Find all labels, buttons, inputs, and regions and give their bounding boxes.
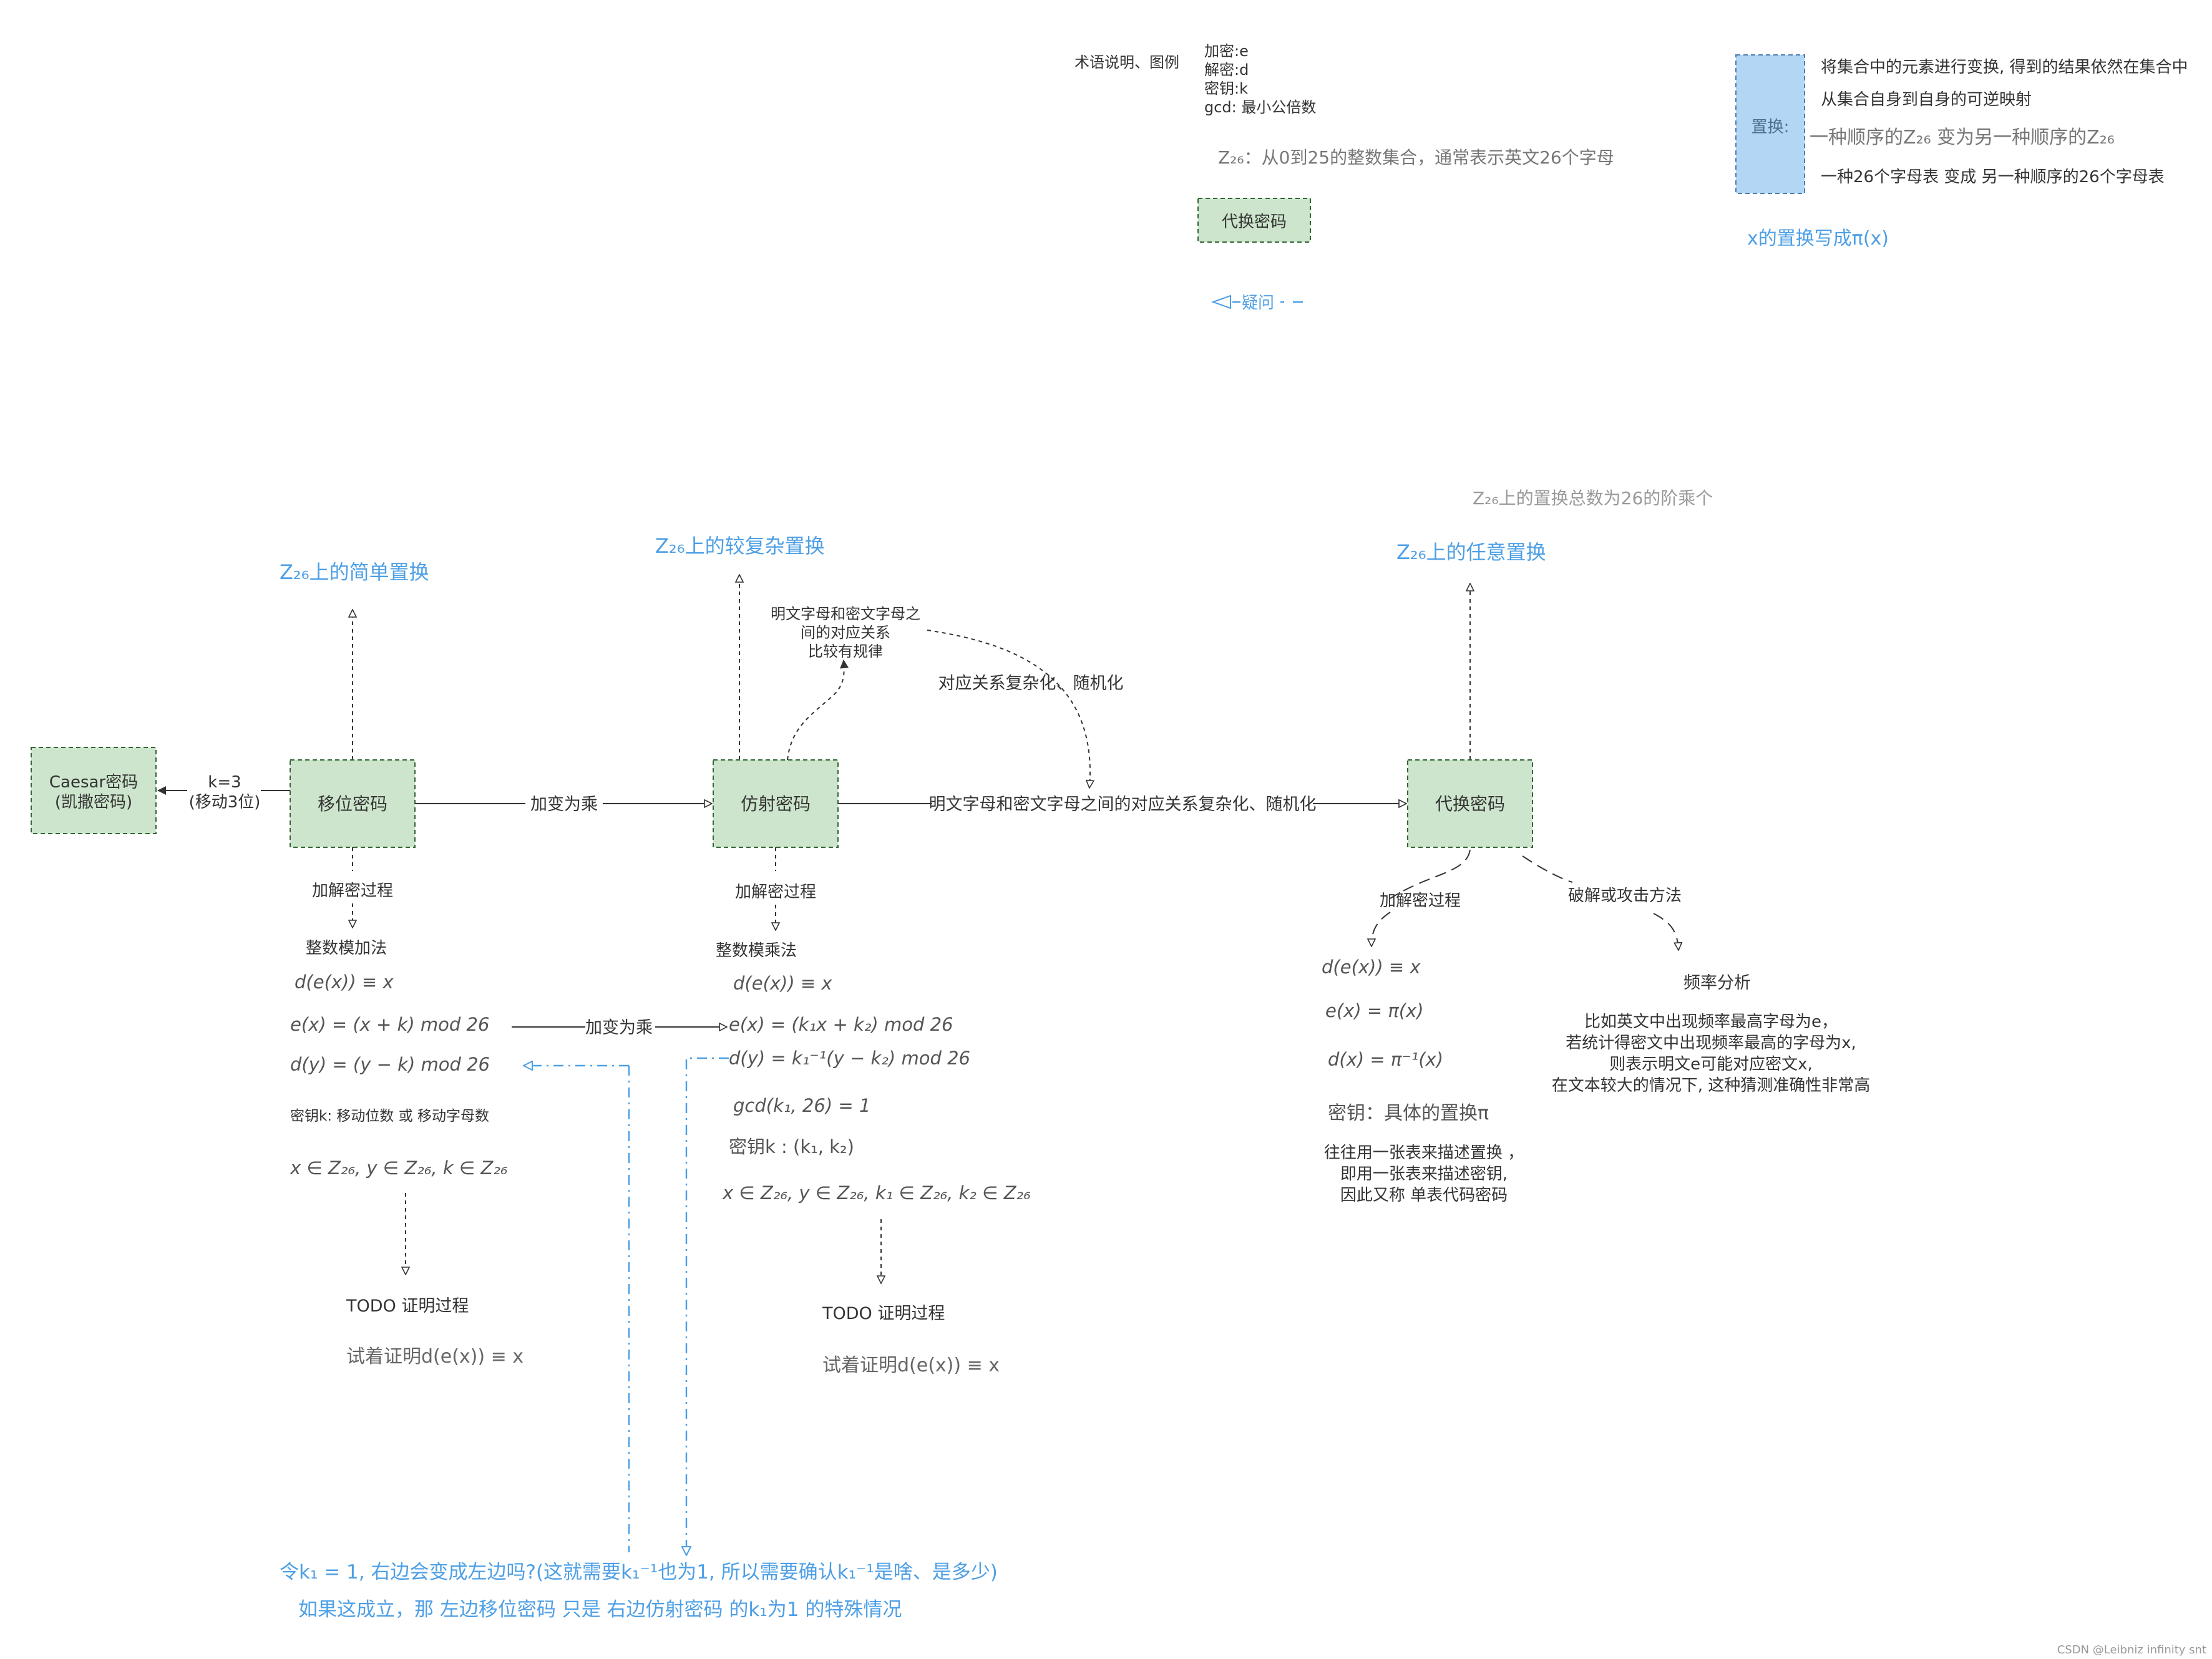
shift-method: 整数模加法 bbox=[306, 939, 387, 958]
edge-caesar-label-2: (移动3位) bbox=[189, 793, 261, 812]
edge-shift-to-affine-label: 加变为乘 bbox=[530, 795, 598, 814]
legend-sample-box-label: 代换密码 bbox=[1222, 213, 1287, 231]
shift-todo: TODO 证明过程 bbox=[346, 1297, 469, 1316]
affine-detail: 加解密过程 整数模乘法 d(e(x)) ≡ x e(x) = (k₁x + k₂… bbox=[716, 847, 1031, 1376]
shift-domain: x ∈ Z₂₆, y ∈ Z₂₆, k ∈ Z₂₆ bbox=[290, 1157, 507, 1179]
edge-shift-to-caesar: k=3 (移动3位) bbox=[157, 773, 290, 812]
sub-note-2: 即用一张表来描述密钥, bbox=[1340, 1165, 1508, 1184]
node-caesar[interactable]: Caesar密码 (凯撒密码) bbox=[31, 747, 157, 834]
legend-term-key: 密钥:k bbox=[1204, 80, 1248, 97]
edge-affine-to-sub-label: 明文字母和密文字母之间的对应关系复杂化、随机化 bbox=[929, 795, 1317, 814]
legend-sample-box[interactable] bbox=[1197, 198, 1311, 243]
permutation-notation: x的置换写成π(x) bbox=[1747, 228, 1889, 250]
affine-identity: d(e(x)) ≡ x bbox=[733, 973, 832, 994]
question-line-1: 令k₁ = 1, 右边会变成左边吗?(这就需要k₁⁻¹也为1, 所以需要确认k₁… bbox=[280, 1561, 998, 1584]
shift-detail: 加解密过程 整数模加法 d(e(x)) ≡ x e(x) = (x + k) m… bbox=[290, 847, 524, 1368]
node-affine-cipher-label: 仿射密码 bbox=[741, 794, 811, 814]
formula-arrow-label: 加变为乘 bbox=[585, 1018, 653, 1038]
affine-try-proof: 试着证明d(e(x)) ≡ x bbox=[822, 1355, 1000, 1376]
affine-gcd: gcd(k₁, 26) = 1 bbox=[733, 1095, 870, 1116]
affine-encrypt: e(x) = (k₁x + k₂) mod 26 bbox=[729, 1014, 953, 1035]
permutation-line-1: 将集合中的元素进行变换, 得到的结果依然在集合中 bbox=[1821, 58, 2188, 77]
sub-process-label: 加解密过程 bbox=[1380, 892, 1461, 910]
question-links bbox=[524, 1057, 729, 1555]
permutation-box[interactable] bbox=[1735, 54, 1805, 194]
affine-note-line-2: 间的对应关系 bbox=[801, 624, 890, 641]
attack-method-name: 频率分析 bbox=[1683, 973, 1751, 993]
edge-affine-to-substitution: 明文字母和密文字母之间的对应关系复杂化、随机化 bbox=[838, 795, 1406, 814]
node-shift-cipher-label: 移位密码 bbox=[318, 794, 387, 814]
category-permutation-count: Z₂₆上的置换总数为26的阶乘个 bbox=[1473, 488, 1713, 508]
curve-label: 对应关系复杂化、随机化 bbox=[938, 674, 1124, 693]
node-caesar-label-1: Caesar密码 bbox=[49, 773, 138, 792]
permutation-line-4: 一种26个字母表 变成 另一种顺序的26个字母表 bbox=[1821, 168, 2165, 187]
question-arrow-legend: 疑问 bbox=[1211, 294, 1303, 313]
permutation-line-3: 一种顺序的Z₂₆ 变为另一种顺序的Z₂₆ bbox=[1810, 127, 2115, 148]
affine-note-line-3: 比较有规律 bbox=[808, 643, 883, 660]
sub-identity: d(e(x)) ≡ x bbox=[1322, 956, 1421, 978]
z26-definition: Z₂₆：从0到25的整数集合，通常表示英文26个字母 bbox=[1218, 147, 1614, 168]
sub-note-1: 往往用一张表来描述置换 ， bbox=[1324, 1144, 1524, 1162]
category-arbitrary-permutation: Z₂₆上的任意置换 bbox=[1396, 540, 1546, 564]
attack-note-1: 比如英文中出现频率最高字母为e， bbox=[1584, 1013, 1838, 1031]
affine-key: 密钥k : (k₁, k₂) bbox=[729, 1136, 854, 1157]
affine-domain: x ∈ Z₂₆, y ∈ Z₂₆, k₁ ∈ Z₂₆, k₂ ∈ Z₂₆ bbox=[722, 1182, 1031, 1204]
affine-regularity-note: 明文字母和密文字母之 间的对应关系 比较有规律 对应关系复杂化、随机化 bbox=[771, 605, 1124, 787]
affine-note-line-1: 明文字母和密文字母之 bbox=[771, 605, 920, 623]
attack-label: 破解或攻击方法 bbox=[1568, 887, 1682, 905]
shift-decrypt: d(y) = (y − k) mod 26 bbox=[290, 1054, 490, 1075]
shift-process-label: 加解密过程 bbox=[312, 882, 393, 900]
watermark: CSDN @Leibniz infinity snt bbox=[2057, 1643, 2206, 1657]
affine-todo: TODO 证明过程 bbox=[822, 1304, 945, 1323]
permutation-definition: 置换: 将集合中的元素进行变换, 得到的结果依然在集合中 从集合自身到自身的可逆… bbox=[1735, 54, 2188, 250]
attack-note-3: 则表示明文e可能对应密文x, bbox=[1609, 1055, 1813, 1074]
attack-method: 破解或攻击方法 频率分析 比如英文中出现频率最高字母为e， 若统计得密文中出现频… bbox=[1522, 855, 1871, 1095]
node-affine-cipher[interactable]: 仿射密码 bbox=[713, 759, 839, 848]
sub-key: 密钥：具体的置换π bbox=[1328, 1102, 1489, 1124]
sub-decrypt: d(x) = π⁻¹(x) bbox=[1328, 1049, 1443, 1070]
sub-note-3: 因此又称 单表代码密码 bbox=[1340, 1186, 1508, 1205]
legend-term-decrypt: 解密:d bbox=[1204, 61, 1249, 79]
edge-caesar-label-1: k=3 bbox=[208, 773, 241, 792]
affine-method: 整数模乘法 bbox=[716, 941, 797, 960]
shift-key: 密钥k: 移动位数 或 移动字母数 bbox=[290, 1108, 489, 1124]
node-caesar-label-2: (凯撒密码) bbox=[55, 793, 132, 812]
question-line-2: 如果这成立，那 左边移位密码 只是 右边仿射密码 的k₁为1 的特殊情况 bbox=[298, 1598, 902, 1621]
edge-shift-to-affine: 加变为乘 bbox=[415, 795, 711, 814]
node-shift-cipher[interactable]: 移位密码 bbox=[290, 759, 416, 848]
attack-note-2: 若统计得密文中出现频率最高的字母为x, bbox=[1566, 1034, 1856, 1053]
category-simple-permutation: Z₂₆上的简单置换 bbox=[280, 560, 429, 584]
legend-term-gcd: gcd: 最小公倍数 bbox=[1204, 99, 1316, 116]
sub-encrypt: e(x) = π(x) bbox=[1325, 1000, 1424, 1021]
affine-process-label: 加解密过程 bbox=[735, 883, 816, 902]
legend-title: 术语说明、图例 bbox=[1074, 54, 1179, 71]
shift-identity: d(e(x)) ≡ x bbox=[295, 971, 394, 993]
permutation-box-label: 置换: bbox=[1752, 118, 1790, 137]
node-substitution-cipher[interactable]: 代换密码 bbox=[1407, 759, 1533, 848]
shift-try-proof: 试着证明d(e(x)) ≡ x bbox=[346, 1346, 524, 1368]
category-complex-permutation: Z₂₆上的较复杂置换 bbox=[655, 534, 825, 558]
attack-note-4: 在文本较大的情况下, 这种猜测准确性非常高 bbox=[1552, 1076, 1871, 1095]
legend: 术语说明、图例 加密:e 解密:d 密钥:k gcd: 最小公倍数 Z₂₆：从0… bbox=[1074, 42, 1614, 313]
affine-decrypt: d(y) = k₁⁻¹(y − k₂) mod 26 bbox=[729, 1048, 970, 1069]
substitution-detail: 加解密过程 d(e(x)) ≡ x e(x) = π(x) d(x) = π⁻¹… bbox=[1322, 849, 1524, 1205]
node-substitution-cipher-label: 代换密码 bbox=[1435, 794, 1505, 814]
formula-arrow: 加变为乘 bbox=[512, 1018, 726, 1038]
legend-term-encrypt: 加密:e bbox=[1204, 42, 1249, 60]
permutation-line-2: 从集合自身到自身的可逆映射 bbox=[1821, 90, 2032, 109]
shift-encrypt: e(x) = (x + k) mod 26 bbox=[290, 1014, 489, 1035]
question-arrow-label: 疑问 bbox=[1242, 294, 1274, 313]
